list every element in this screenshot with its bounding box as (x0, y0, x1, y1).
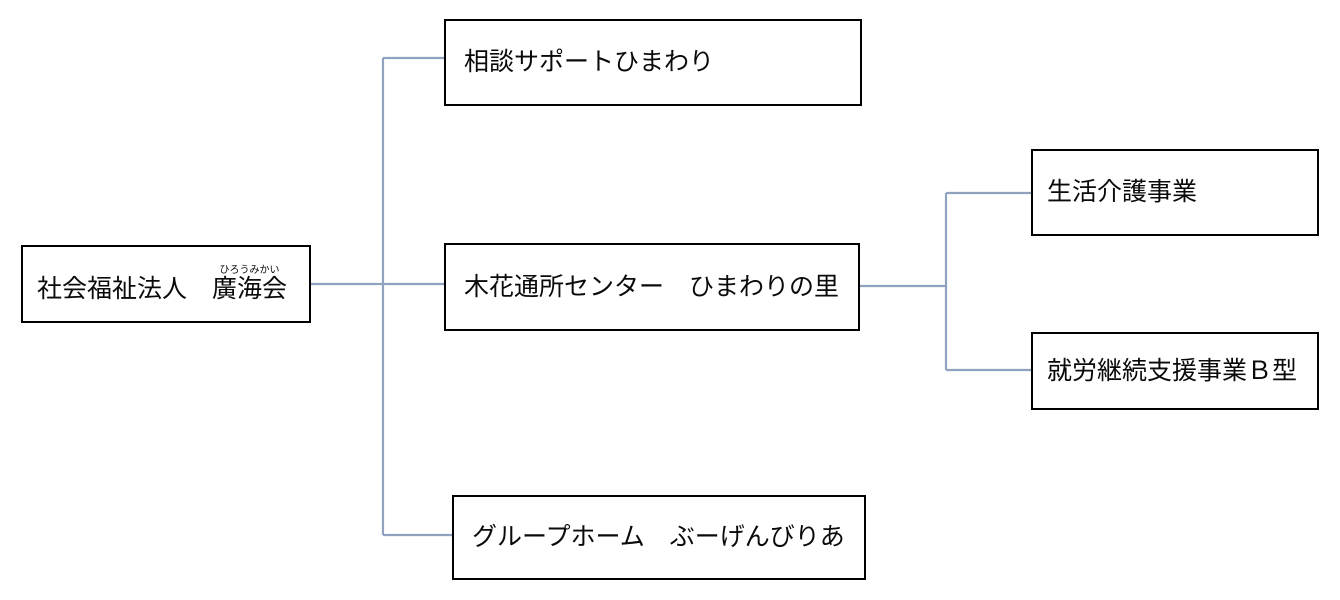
node-shuurou-keizoku-shien-b[interactable]: 就労継続支援事業Ｂ型 (1031, 332, 1319, 410)
node-root-label: 社会福祉法人 ひろうみかい廣海会 (37, 265, 288, 303)
node-soudan-support-himawari[interactable]: 相談サポートひまわり (444, 19, 862, 106)
ruby-hirou mikai: ひろうみかい廣海会 (212, 265, 288, 303)
node-group-home-bougainvillea[interactable]: グループホーム ぶーげんびりあ (452, 495, 866, 580)
node-kihana-daycare-center[interactable]: 木花通所センター ひまわりの里 (444, 243, 860, 331)
ruby-base-kanji: 廣海会 (212, 276, 288, 303)
node-soudan-label: 相談サポートひまわり (464, 49, 715, 76)
node-shuurou-label: 就労継続支援事業Ｂ型 (1047, 357, 1298, 385)
node-root-label-main: 社会福祉法人 (37, 276, 213, 303)
node-seikatsu-kaigo-service[interactable]: 生活介護事業 (1031, 149, 1319, 236)
node-group-home-label: グループホーム ぶーげんびりあ (472, 524, 845, 551)
ruby-furigana: ひろうみかい (219, 265, 280, 276)
node-corporation-root[interactable]: 社会福祉法人 ひろうみかい廣海会 (21, 245, 311, 323)
node-seikatsu-label: 生活介護事業 (1047, 179, 1198, 206)
node-kihana-label: 木花通所センター ひまわりの里 (464, 273, 840, 301)
